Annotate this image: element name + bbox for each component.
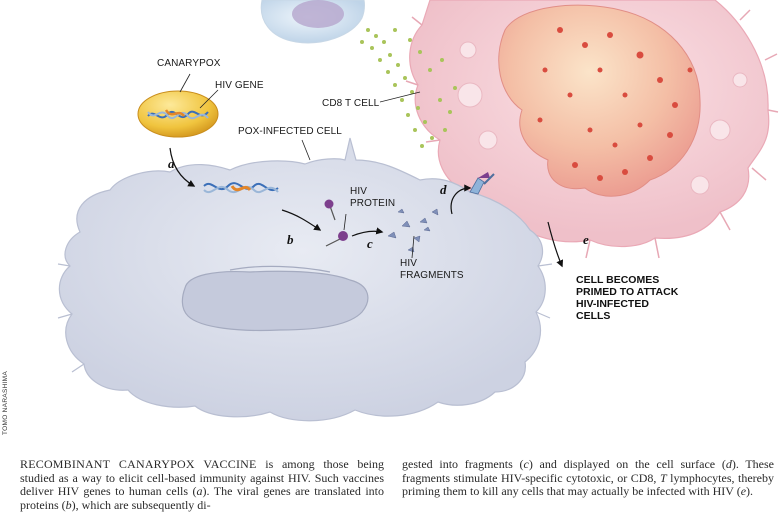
mhc-presented-fragment — [469, 172, 495, 195]
step-d: d — [440, 182, 447, 197]
pox-cell-nucleus — [181, 270, 369, 332]
caption-left: RECOMBINANT CANARYPOX VACCINE is among t… — [20, 457, 385, 512]
step-c: c — [367, 236, 373, 251]
label-hiv-fragments-1: HIV — [400, 258, 417, 269]
t-cell-vesicles — [457, 41, 748, 195]
result-line-1: CELL BECOMES — [576, 274, 660, 286]
label-hiv-protein-1: HIV — [350, 186, 367, 197]
pox-cell-edge-spikes — [57, 263, 553, 373]
caption-right: gested into fragments (c) and displayed … — [402, 457, 774, 499]
vaccine-diagram — [57, 0, 779, 422]
caption-ref-a: a — [196, 484, 203, 499]
nucleus-dots — [537, 27, 693, 181]
caption-right-p1: gested into fragments ( — [402, 457, 524, 471]
hiv-protein-2 — [325, 231, 348, 247]
step-b: b — [287, 232, 294, 247]
result-line-4: CELLS — [576, 310, 611, 322]
label-pox-infected-cell: POX-INFECTED CELL — [238, 126, 342, 137]
result-text: CELL BECOMES PRIMED TO ATTACK HIV-INFECT… — [576, 274, 678, 322]
label-canarypox: CANARYPOX — [157, 58, 221, 69]
hiv-protein-1 — [324, 199, 336, 221]
t-cell-nucleus — [498, 4, 701, 197]
label-hiv-gene: HIV GENE — [215, 80, 264, 91]
caption-right-p4: lymphocytes, thereby priming them to kil… — [402, 470, 774, 499]
caption-ref-e: e — [740, 484, 747, 499]
label-hiv-protein-2: PROTEIN — [350, 198, 396, 209]
illustrator-credit: TOMO NARASHIMA — [2, 370, 9, 435]
caption-ref-d: d — [725, 457, 732, 471]
caption-right-p3: ). These fragments stimulate HIV-specifi… — [402, 457, 774, 485]
arrow-a — [169, 147, 196, 187]
caption-ref-c: c — [523, 457, 529, 471]
caption-right-p2: ) and displayed on the cell surface ( — [528, 457, 726, 471]
arrow-d — [450, 184, 472, 215]
inserted-dna — [203, 182, 279, 193]
er-line — [229, 265, 331, 273]
label-hiv-fragments-2: FRAGMENTS — [400, 270, 464, 281]
arrow-c — [351, 227, 384, 237]
caption-left-p3: ), which are subsequently di- — [71, 497, 211, 512]
step-a: a — [168, 156, 175, 171]
caption-ref-b: b — [65, 497, 72, 512]
result-line-2: PRIMED TO ATTACK — [576, 286, 679, 298]
caption-right-p5: ). — [746, 484, 754, 499]
cytotoxic-granules — [360, 28, 457, 148]
result-line-3: HIV-INFECTED — [576, 298, 649, 310]
step-e: e — [583, 232, 589, 247]
caption-left-p2: ). The viral genes are translated into p… — [20, 484, 385, 512]
label-cd8-t-cell: CD8 T CELL — [322, 98, 380, 109]
arrow-e — [547, 221, 564, 268]
viral-dna — [147, 109, 209, 120]
leader-lines — [179, 73, 421, 259]
caption-lead: RECOMBINANT CANARYPOX VACCINE — [20, 457, 257, 471]
caption-left-p1: is among those being studied as a way to… — [20, 457, 384, 499]
caption-t: T — [659, 470, 667, 485]
blue-cell-nucleus — [292, 0, 344, 28]
arrow-b — [281, 209, 322, 231]
